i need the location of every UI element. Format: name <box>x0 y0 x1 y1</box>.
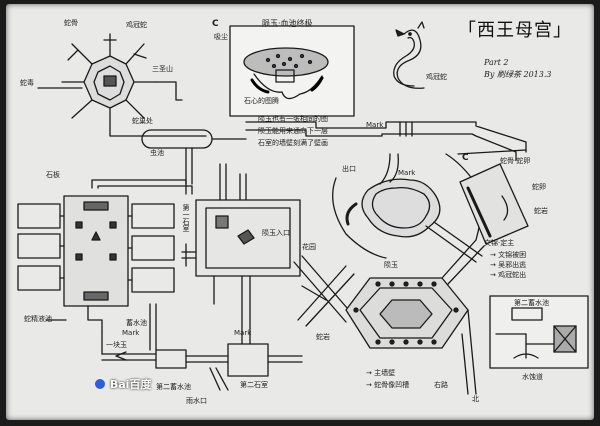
label-room: 第一石室 <box>182 204 190 232</box>
label-exit: 出口 <box>342 165 356 173</box>
label-snake: 鸡冠蛇 <box>426 73 447 81</box>
left-bottom-1: 蛇精液池 <box>24 315 52 323</box>
corridor-capsule <box>141 129 247 185</box>
label-dragon: 蛇岩 <box>316 333 330 341</box>
left-bottom-3: 雨水口 <box>186 397 207 405</box>
label-top-arrow-right: 鸡冠蛇 <box>126 21 147 29</box>
author-credit: By 刷绿茶 2013.3 <box>484 70 552 79</box>
mark-center: Mark <box>398 169 416 177</box>
mark-small: Mark <box>122 329 140 337</box>
paw-logo-icon <box>95 379 105 389</box>
left-bottom-4: 一块玉 <box>106 341 127 349</box>
label-pool: 陨玉入口 <box>262 229 290 237</box>
page-title: 「西王母宫」 <box>458 20 572 41</box>
marker-c-top: C <box>212 19 219 29</box>
reservoir-title: 第二蓄水池 <box>514 299 549 307</box>
subtitle: Part 2 <box>484 58 509 67</box>
right-note-3: → 吴邪出逃 <box>490 261 527 269</box>
note-1: 陨玉也有一张相同的图 <box>258 115 328 123</box>
left-vertical-corridor <box>91 179 193 195</box>
hex-note-2: → 蛇骨像凹槽 <box>366 381 410 389</box>
label-seal-room: 陨玉·血池终极 <box>262 19 313 28</box>
label-left-entry: 蛇毒 <box>20 79 34 87</box>
upper-corridors <box>245 121 527 161</box>
marker-c-right: C <box>462 153 469 163</box>
floor-plan-drawing <box>17 21 589 395</box>
label-stone-tablet: 石板 <box>46 171 60 179</box>
label-top-right: 三圣山 <box>152 65 173 73</box>
cave-chamber <box>345 153 483 263</box>
note-2: 陨玉能用来通向下一层 <box>258 127 328 135</box>
label-hexagon: 陨玉 <box>384 261 398 269</box>
lower-corridor-system <box>101 303 303 391</box>
left-bottom-2: 第二蓄水池 <box>156 383 191 391</box>
reservoir-box <box>489 295 589 369</box>
left-chamber-block <box>17 195 175 333</box>
right-note-4: → 鸡冠蛇出 <box>490 271 527 279</box>
mark-right: Mark <box>366 121 384 129</box>
label-right: 蛇卵 <box>532 183 546 191</box>
label-shed: 蛇巢处 <box>132 117 153 125</box>
left-bottom-5: 蓄水池 <box>126 319 147 327</box>
bottom-label-2: 北 <box>472 395 479 403</box>
label-right-2: 蛇岩 <box>534 207 548 215</box>
octagon-shrine <box>37 33 207 137</box>
snake-sketch <box>393 21 425 89</box>
baidu-watermark: Bai百度 <box>94 376 151 392</box>
label-stone-note: 石心的图腾 <box>244 97 279 105</box>
reservoir-label: 水蚀道 <box>522 373 543 381</box>
hex-note-1: → 主墙壁 <box>366 369 396 377</box>
bottom-label-1: 第二石室 <box>240 381 268 389</box>
watermark-text: Bai百度 <box>109 378 152 391</box>
right-angled-chamber <box>457 149 529 245</box>
hexagon-chamber <box>345 239 485 395</box>
right-note-2: → 文锦被困 <box>490 251 527 259</box>
label-corner: 吸尘 <box>214 33 228 41</box>
seal-picture <box>229 25 355 117</box>
note-3: 石室的墙壁刻满了壁画 <box>258 139 328 147</box>
diagonal-crossing <box>293 255 355 327</box>
sketch-paper: 「西王母宫」 Part 2 By 刷绿茶 2013.3 C C 吸尘 陨玉·血池… <box>6 4 594 420</box>
bottom-label-3: 右路 <box>434 381 448 389</box>
central-chamber <box>181 163 301 335</box>
label-cave-right: 蛇骨·蛇卵 <box>500 157 531 165</box>
mark-left: Mark <box>234 329 252 337</box>
right-note-1: 文锦·定主 <box>484 239 515 247</box>
label-courtyard: 花园 <box>302 243 316 251</box>
label-pool-small: 虫池 <box>150 149 164 157</box>
label-top-arrow-left: 蛇骨 <box>64 19 78 27</box>
